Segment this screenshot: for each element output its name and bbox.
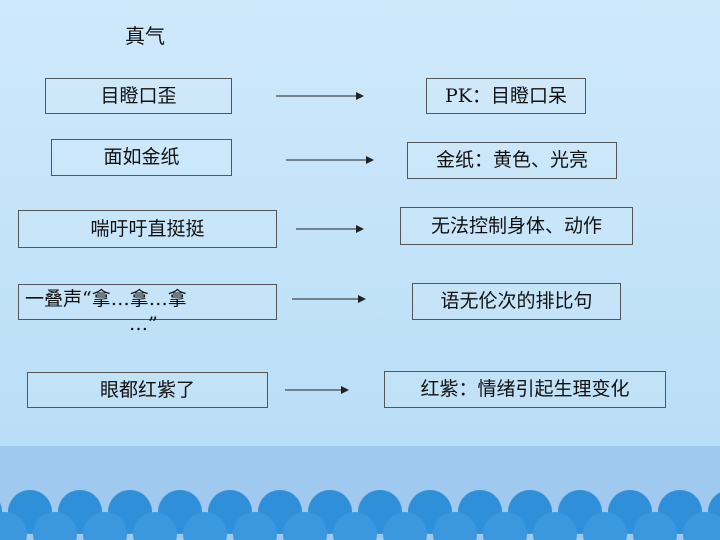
- arrow-4: [292, 295, 366, 303]
- left-box-5: 眼都红紫了: [27, 372, 268, 408]
- wave-pattern: [0, 490, 720, 540]
- right-box-2: 金纸：黄色、光亮: [407, 142, 617, 179]
- right-text-1: PK：目瞪口呆: [445, 84, 567, 107]
- wave-scallop: [83, 512, 127, 540]
- right-text-3: 无法控制身体、动作: [430, 214, 602, 237]
- wave-scallop: [683, 512, 720, 540]
- left-box-2: 面如金纸: [51, 139, 232, 176]
- wave-scallop: [0, 512, 27, 540]
- wave-scallop: [183, 512, 227, 540]
- left-text-4-line2: …”: [129, 313, 158, 335]
- right-text-2: 金纸：黄色、光亮: [435, 149, 588, 171]
- left-text-1: 目瞪口歪: [100, 84, 177, 107]
- wave-scallop: [433, 512, 477, 540]
- arrow-3: [296, 225, 364, 233]
- left-text-5: 眼都红紫了: [99, 378, 195, 401]
- wave-scallop: [283, 512, 327, 540]
- left-text-4-line1: 一叠声“拿…拿…拿: [25, 288, 187, 310]
- arrow-5: [285, 386, 349, 394]
- right-text-4: 语无伦次的排比句: [440, 290, 593, 312]
- slide-title: 真气: [125, 24, 165, 48]
- right-box-1: PK：目瞪口呆: [426, 78, 586, 114]
- arrow-1: [276, 92, 364, 100]
- left-box-4: 一叠声“拿…拿…拿 …”: [18, 284, 277, 335]
- left-text-3: 喘吁吁直挺挺: [90, 217, 205, 240]
- left-box-3: 喘吁吁直挺挺: [18, 210, 277, 248]
- right-box-4: 语无伦次的排比句: [412, 283, 621, 320]
- right-box-3: 无法控制身体、动作: [400, 207, 633, 245]
- left-text-2: 面如金纸: [103, 146, 180, 168]
- right-text-5: 红紫：情绪引起生理变化: [420, 378, 630, 400]
- wave-scallop: [233, 512, 277, 540]
- wave-scallop: [633, 512, 677, 540]
- arrow-2: [286, 156, 374, 164]
- wave-scallop: [133, 512, 177, 540]
- wave-scallop: [583, 512, 627, 540]
- wave-scallop: [33, 512, 77, 540]
- wave-scallop: [533, 512, 577, 540]
- left-box-1: 目瞪口歪: [45, 78, 232, 114]
- wave-scallop: [333, 512, 377, 540]
- wave-scallop: [383, 512, 427, 540]
- right-box-5: 红紫：情绪引起生理变化: [384, 371, 666, 408]
- wave-scallop: [483, 512, 527, 540]
